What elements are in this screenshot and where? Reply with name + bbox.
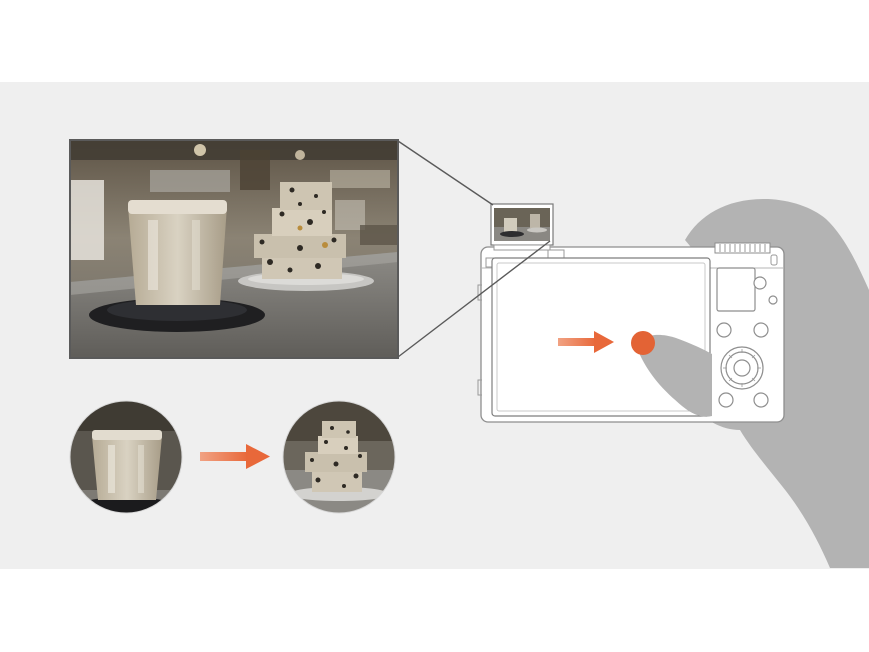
zoom-line-bottom (397, 240, 551, 358)
cafe-photo-inset (70, 140, 398, 358)
menu-button (753, 322, 769, 338)
mode-button (753, 276, 767, 290)
evf-viewfinder (490, 203, 554, 251)
play-button (718, 392, 734, 408)
fn-button (716, 322, 732, 338)
small-button (768, 295, 778, 305)
delete-button (753, 392, 769, 408)
after-circle-frame (282, 400, 396, 514)
zoom-line-top (397, 140, 494, 206)
before-circle-frame (69, 400, 183, 514)
coffee-glass-focus (70, 401, 182, 513)
before-after-arrow (200, 444, 270, 469)
touch-point-icon[interactable] (631, 331, 655, 355)
cake-stack-focus (283, 401, 395, 513)
touch-direction-arrow (558, 331, 614, 353)
control-grip-area (716, 267, 756, 312)
thumb-silhouette (638, 334, 712, 417)
inset-frame (69, 139, 399, 359)
center-button (733, 359, 751, 377)
